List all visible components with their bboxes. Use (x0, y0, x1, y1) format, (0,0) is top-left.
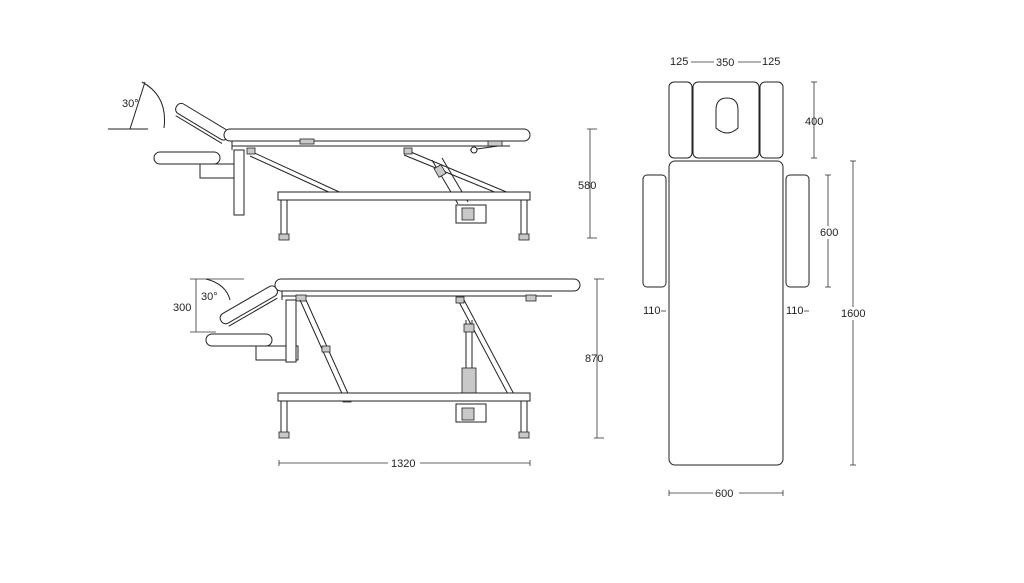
strut-right (405, 149, 517, 197)
side-view-low: 30° (108, 81, 597, 241)
dim-125-right-label: 125 (762, 56, 780, 68)
leg-left (280, 199, 288, 237)
top-view: 125 350 125 400 600 110 110 1600 (642, 55, 868, 500)
table-top (223, 128, 531, 142)
motor-actuator (431, 157, 487, 224)
leg-right (520, 199, 528, 237)
angle-label-top: 30° (122, 98, 139, 110)
armrest-post-high (285, 299, 297, 363)
table-body (668, 160, 784, 466)
strut-right-high (457, 299, 511, 399)
strut-left (247, 149, 349, 197)
leg-left-high (280, 400, 288, 435)
headrest-tilted-high (219, 285, 278, 327)
dim-110-right-label: 110 (786, 305, 804, 317)
motor-actuator-high (455, 320, 487, 423)
angle-arc-bottom (205, 278, 231, 301)
base-frame (277, 191, 531, 201)
hinge-block (299, 138, 315, 145)
dim-580-label: 580 (578, 180, 596, 192)
dim-870-label: 870 (585, 353, 603, 365)
dim-350-label: 350 (716, 57, 734, 69)
dim-600-armrest-label: 600 (820, 227, 838, 239)
leg-right-high (520, 400, 528, 435)
armrest-left (642, 174, 667, 288)
armrest-post (233, 149, 245, 216)
angle-arc (141, 81, 166, 129)
armrest-right (785, 174, 810, 288)
side-view-high: 300 30° (173, 278, 604, 470)
head-side-left (668, 81, 693, 159)
dim-400-label: 400 (805, 116, 823, 128)
angle-ray (129, 81, 146, 130)
armrest-high (205, 333, 273, 347)
dim-125-left-label: 125 (670, 56, 688, 68)
angle-label-bottom: 30° (201, 291, 218, 303)
dim-600-width-label: 600 (715, 488, 733, 500)
head-side-right (759, 81, 784, 159)
dim-300-label: 300 (173, 302, 191, 314)
dim-110-left-label: 110 (643, 305, 661, 317)
table-top-high (274, 278, 581, 292)
headrest-tilted (175, 102, 230, 144)
hinge-block-right (487, 140, 503, 147)
dim-1320-label: 1320 (391, 458, 415, 470)
face-hole (715, 97, 739, 134)
armrest (153, 151, 221, 165)
base-frame-high (277, 392, 531, 402)
dim-1600-label: 1600 (841, 308, 865, 320)
